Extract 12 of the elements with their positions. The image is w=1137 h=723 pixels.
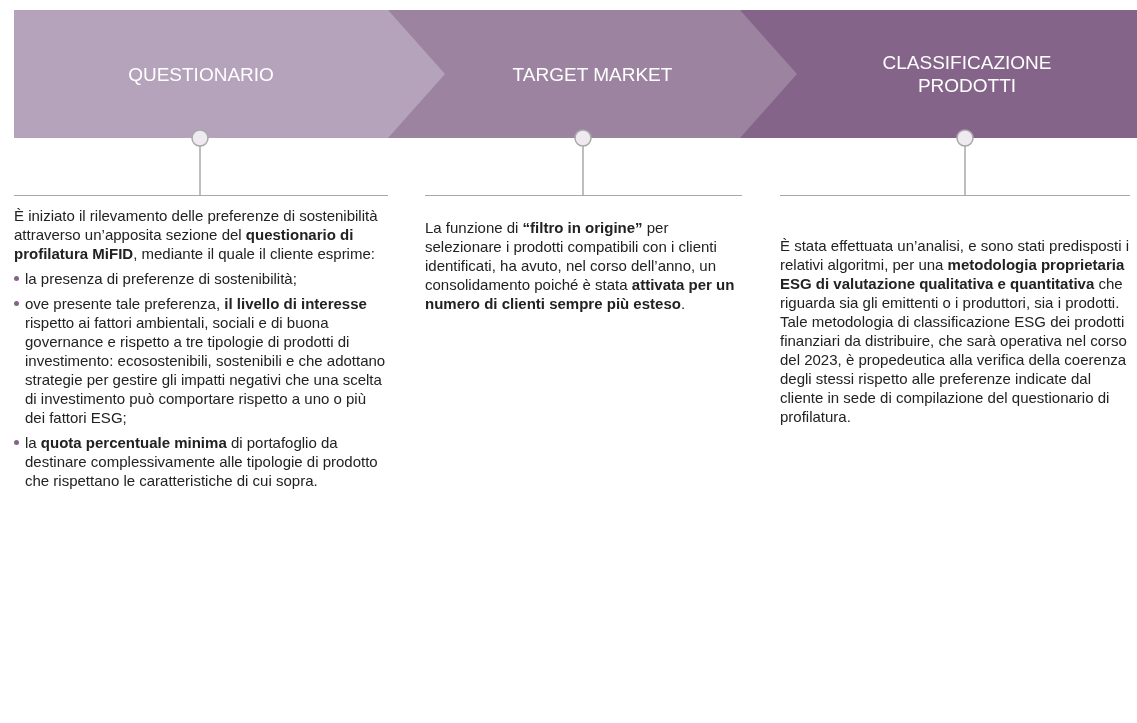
connector-line bbox=[574, 129, 592, 196]
connector-line bbox=[191, 129, 209, 196]
step-title: TARGET MARKET bbox=[512, 62, 673, 86]
connector-line bbox=[956, 129, 974, 196]
bullet-text: ove presente tale preferenza, il livello di interesse rispetto ai fattori ambientali, sociali e di buona governance e rispetto a tre tipologie di prodotti di investimento: ecosostenibili, sostenibili e che adottano strategie per gestire gli impatti negativi che una scelta di investimento può comportare rispetto a uno o più dei fattori ESG; bbox=[25, 295, 386, 426]
step-title: CLASSIFICAZIONE PRODOTTI bbox=[881, 51, 1053, 97]
step-title: QUESTIONARIO bbox=[128, 62, 274, 86]
description-paragraph: È stata effettuata un’analisi, e sono stati predisposti i relativi algoritmi, per una metodologia proprietaria ESG di valutazione qualitativa e quantitativa che riguarda sia gli emittenti o i produttori, sia i prodotti. Tale metodologia di classificazione ESG dei prodotti finanziari da distribuire, che sarà operativa nel corso del 2023, è propedeutica alla verifica della coerenza degli stessi rispetto alle preferenze indicate dal cliente in sede di compilazione del questionario di profilatura. bbox=[780, 236, 1130, 426]
description-paragraph: La funzione di “filtro in origine” per selezionare i prodotti compatibili con i clienti identificati, ha avuto, nel corso dell’anno, un consolidamento poiché è stata attivata per un numero di clienti sempre più esteso. bbox=[425, 218, 736, 313]
bullet-text: la quota percentuale minima di portafoglio da destinare complessivamente alle tipologie di prodotto che rispettano le caratteristiche di cui sopra. bbox=[25, 434, 378, 489]
bullet-text: la presenza di preferenze di sostenibilità; bbox=[25, 270, 297, 287]
description-paragraph: È iniziato il rilevamento delle preferenze di sostenibilità attraverso un’apposita sezione del questionario di profilatura MiFID, mediante il quale il cliente esprime: bbox=[14, 206, 379, 263]
